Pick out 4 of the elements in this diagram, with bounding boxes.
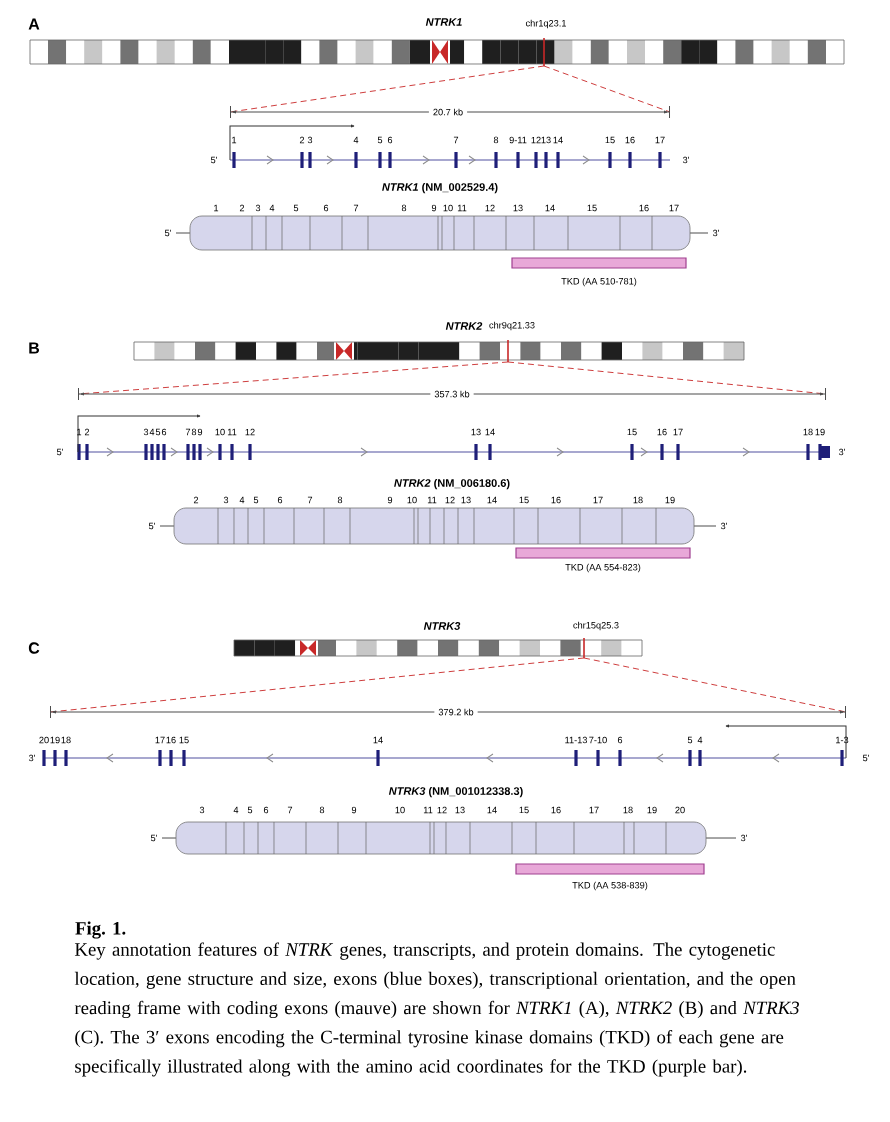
figure-number: Fig. 1. xyxy=(75,921,126,939)
caption: Key annotation features of NTRK genes, transcripts, and protein domains. The cytogenetic location, gene structure and size, exons (blue boxes), transcriptional orientation, and the open reading frame with coding exons (mauve) are shown for NTRK1 (A), NTRK2 (B) and NTRK3 (C). The 3′ exons encoding the C-terminal tyrosine kinase domains (TKD) of each gene are specifically illustrated along with the amino acid coordinates for the TKD (purple bar). xyxy=(74,942,799,1077)
panel-letter: C xyxy=(28,642,40,654)
panel-letter: B xyxy=(29,342,40,354)
